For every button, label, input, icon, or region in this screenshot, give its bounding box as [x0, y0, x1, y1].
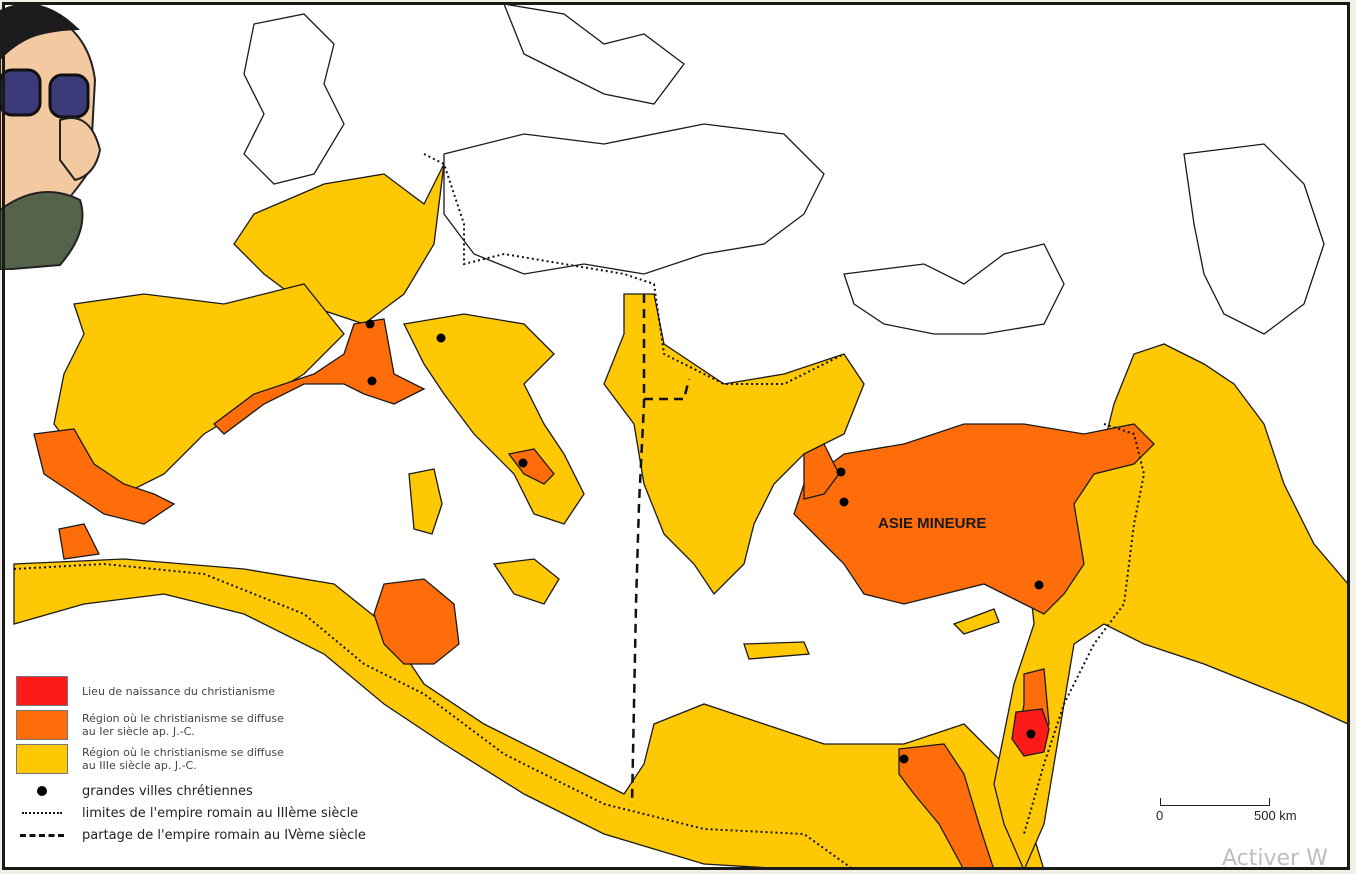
north-africa-region [13, 558, 1045, 870]
thrace-region [803, 443, 840, 500]
legend-text-first-century: Région où le christianisme se diffuse au… [82, 712, 284, 738]
legend-row-partition: partage de l'empire romain au IVème sièc… [16, 824, 436, 846]
activation-watermark: Activer W [1222, 846, 1328, 871]
cyprus-region [952, 608, 1000, 635]
egypt-delta-region [898, 743, 995, 870]
city-marker [518, 458, 528, 468]
tingitana-region [58, 523, 100, 560]
british-isles [243, 13, 345, 185]
baetica-region [33, 428, 176, 525]
black-sea-north [843, 243, 1065, 335]
city-marker [1034, 580, 1044, 590]
swatch-first-century [16, 710, 68, 740]
south-gaul-region [213, 318, 426, 435]
legend-text-partition: partage de l'empire romain au IVème sièc… [82, 827, 366, 843]
legend-row-cities: grandes villes chrétiennes [16, 780, 436, 802]
city-marker [899, 754, 909, 764]
empire-limits-3rd-century [13, 153, 1146, 870]
balkans-region [603, 293, 865, 596]
swatch-third-century [16, 744, 68, 774]
city-marker [365, 319, 375, 329]
christianity-spread-map: ASIE MINEURE [4, 4, 1348, 870]
city-marker [367, 376, 377, 386]
hispania-region [53, 283, 345, 495]
city-marker [1026, 729, 1036, 739]
city-marker [836, 467, 846, 477]
baltic-coast [443, 123, 825, 275]
dashed-line-icon [20, 833, 64, 837]
city-marker [839, 497, 849, 507]
christian-cities [365, 319, 1044, 764]
scandinavia-north [503, 4, 685, 105]
city-marker [436, 333, 446, 343]
rome-region [507, 448, 555, 485]
cartoon-avatar-with-sunglasses-icon [0, 3, 102, 270]
caucasus-east [1183, 143, 1325, 335]
legend-row-birthplace: Lieu de naissance du christianisme [16, 676, 436, 706]
first-century-regions [33, 318, 1155, 870]
dotted-line-icon [22, 812, 62, 814]
city-dot-icon [37, 786, 47, 796]
legend-text-third-century: Région où le christianisme se diffuse au… [82, 746, 284, 772]
crete-region [743, 641, 810, 660]
scale-bar: 0 500 km [1150, 792, 1300, 823]
scale-max-label: 500 km [1254, 808, 1297, 823]
sicily-region [492, 558, 560, 605]
gaul-britain-region [233, 163, 445, 325]
legend-text-birthplace: Lieu de naissance du christianisme [82, 684, 276, 698]
africa-proconsularis-region [373, 578, 460, 665]
region-label-asia-minor: ASIE MINEURE [878, 515, 986, 532]
coastlines [243, 4, 1325, 335]
legend-text-limits: limites de l'empire romain au IIIème siè… [82, 805, 359, 821]
legend-text-cities: grandes villes chrétiennes [82, 783, 253, 799]
scale-bar-line [1160, 798, 1270, 806]
sardinia-region [408, 468, 443, 535]
asia-minor-region [793, 423, 1155, 615]
empire-partition-4th-century [630, 294, 691, 805]
legend-row-first-century: Région où le christianisme se diffuse au… [16, 710, 436, 740]
legend-row-third-century: Région où le christianisme se diffuse au… [16, 744, 436, 774]
legend-row-limits: limites de l'empire romain au IIIème siè… [16, 802, 436, 824]
swatch-birthplace [16, 676, 68, 706]
map-legend: Lieu de naissance du christianisme Régio… [16, 676, 436, 846]
scale-zero-label: 0 [1156, 808, 1164, 823]
